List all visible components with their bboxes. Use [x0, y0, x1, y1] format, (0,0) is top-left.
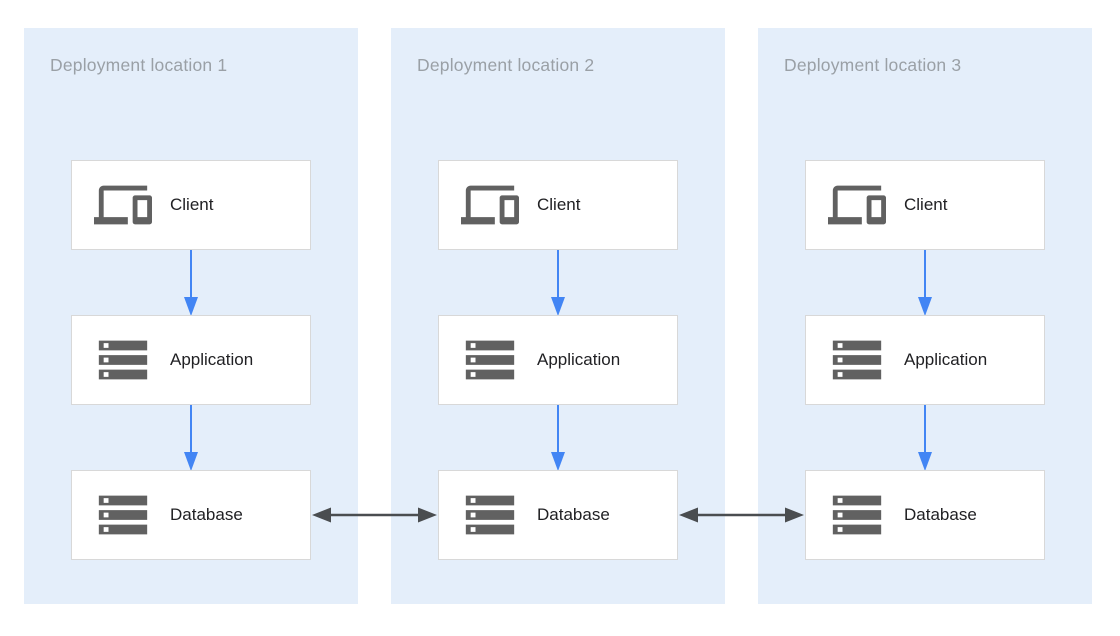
- application-node: Application: [805, 315, 1045, 405]
- application-node: Application: [71, 315, 311, 405]
- database-node: Database: [805, 470, 1045, 560]
- client-to-application-arrow: [918, 250, 932, 316]
- client-to-application-arrow: [551, 250, 565, 316]
- application-node: Application: [438, 315, 678, 405]
- server-stack-icon: [461, 331, 519, 389]
- client-node: Client: [438, 160, 678, 250]
- application-to-database-arrow: [184, 405, 198, 471]
- client-node: Client: [71, 160, 311, 250]
- zone-title: Deployment location 3: [784, 55, 962, 75]
- node-label: Application: [904, 350, 988, 369]
- devices-icon: [94, 176, 152, 234]
- devices-icon: [828, 176, 886, 234]
- node-label: Application: [537, 350, 621, 369]
- database-replication-arrow-2-3: [679, 507, 804, 523]
- server-stack-icon: [94, 486, 152, 544]
- database-node: Database: [438, 470, 678, 560]
- server-stack-icon: [828, 331, 886, 389]
- database-replication-arrow-1-2: [312, 507, 437, 523]
- deployment-zone-2: Deployment location 2 Client Application: [391, 28, 725, 604]
- database-node: Database: [71, 470, 311, 560]
- node-label: Application: [170, 350, 254, 369]
- node-label: Database: [537, 505, 610, 524]
- node-label: Client: [537, 195, 581, 214]
- node-label: Client: [904, 195, 948, 214]
- zone-title: Deployment location 2: [417, 55, 595, 75]
- application-to-database-arrow: [918, 405, 932, 471]
- client-to-application-arrow: [184, 250, 198, 316]
- server-stack-icon: [461, 486, 519, 544]
- deployment-zone-1: Deployment location 1 Client Application: [24, 28, 358, 604]
- deployment-zone-3: Deployment location 3 Client Application: [758, 28, 1092, 604]
- server-stack-icon: [94, 331, 152, 389]
- node-label: Database: [170, 505, 243, 524]
- node-label: Database: [904, 505, 977, 524]
- devices-icon: [461, 176, 519, 234]
- server-stack-icon: [828, 486, 886, 544]
- application-to-database-arrow: [551, 405, 565, 471]
- client-node: Client: [805, 160, 1045, 250]
- zone-title: Deployment location 1: [50, 55, 228, 75]
- node-label: Client: [170, 195, 214, 214]
